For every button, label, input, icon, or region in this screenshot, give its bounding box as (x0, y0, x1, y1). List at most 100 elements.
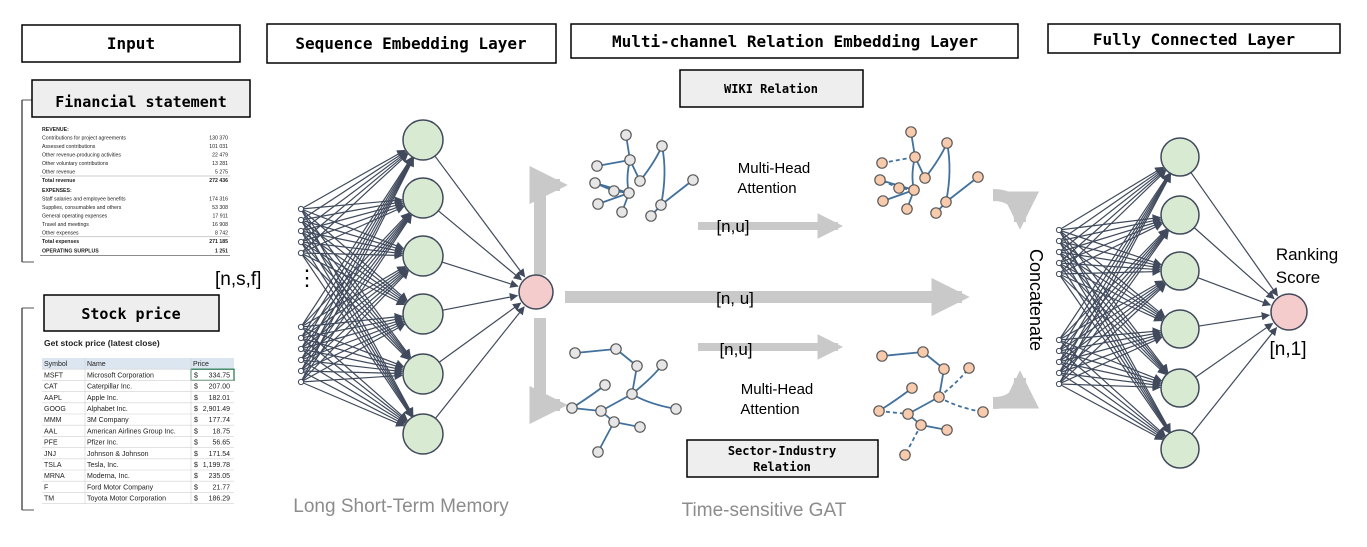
stock-currency: $ (194, 372, 198, 379)
graph-node (893, 182, 905, 194)
stock-symbol: CAT (44, 384, 58, 391)
stock-symbol: AAL (44, 428, 57, 435)
ranking-score-label: Ranking (1276, 245, 1338, 264)
lstm-input-point (297, 227, 305, 235)
graph-edge (660, 179, 694, 206)
graph-node (919, 172, 931, 184)
output-shape-label: [n,1] (1270, 339, 1307, 360)
financial-statement: REVENUE:Contributions for project agreem… (21, 79, 251, 263)
stock-symbol: AAPL (44, 395, 62, 402)
financial-row-value: 101 031 (209, 144, 228, 150)
fc-input-point (1055, 259, 1063, 267)
graph-edge (938, 396, 984, 413)
lstm-input-point (297, 249, 305, 257)
stock-currency: $ (194, 395, 198, 402)
flow-arrow-into-concat-bottom (992, 370, 1040, 409)
header-sequence: Sequence Embedding Layer (266, 23, 557, 64)
graph-node (634, 421, 646, 433)
flow-arrows (529, 165, 1040, 425)
lstm-node (402, 293, 444, 335)
stock-name: Microsoft Corporation (87, 372, 154, 379)
stock-name: 3M Company (87, 417, 129, 424)
stock-symbol: MRNA (44, 473, 65, 480)
fc-connections (1058, 166, 1278, 441)
stock-symbol: JNJ (44, 451, 56, 458)
stock-price: 334.75 (209, 372, 231, 379)
gat-label: Time-sensitive GAT (682, 500, 847, 521)
graph-node (977, 406, 989, 418)
graph-edge (631, 393, 677, 410)
graph-node (610, 343, 622, 355)
financial-row-value: 8 742 (215, 230, 228, 236)
stock-name: Toyota Motor Corporation (87, 496, 166, 503)
graph-node (592, 198, 604, 210)
graph-node (656, 140, 668, 152)
lstm-input-point (297, 334, 305, 342)
lstm-node (402, 235, 444, 277)
graph-node (599, 379, 611, 391)
stock-header-cell: Symbol (44, 361, 68, 368)
financial-row-label: General operating expenses (42, 213, 108, 219)
graph-edge (571, 384, 606, 409)
graph-node (915, 419, 927, 431)
fc-node (1160, 368, 1200, 408)
financial-row-value: 13 281 (212, 161, 228, 167)
graph-node (595, 405, 607, 417)
graph-edge (574, 348, 617, 354)
graph-node (876, 157, 888, 169)
fc-input-point (1055, 380, 1063, 388)
wiki-relation-box: WIKI Relation (679, 69, 864, 108)
financial-row-value: 130 370 (209, 136, 228, 142)
lstm-label: Long Short-Term Memory (293, 496, 509, 517)
graph-node (608, 185, 620, 197)
header-relation: Multi-channel Relation Embedding Layer (570, 23, 1019, 59)
stock-currency: $ (194, 384, 198, 391)
graph-node (566, 402, 578, 414)
shape-label-middle: [n, u] (716, 289, 754, 308)
financial-row: EXPENSES: (42, 188, 72, 194)
graph-node (569, 347, 581, 359)
stock-name: Alphabet Inc. (87, 406, 128, 413)
stock-symbol: MMM (44, 417, 62, 424)
graph-edge (639, 145, 663, 182)
financial-row-label: Other revenue-producing activities (42, 153, 121, 159)
stock-name: Tesla, Inc. (87, 462, 119, 469)
fc-input-point (1055, 358, 1063, 366)
input-shape-label: [n,s,f] (215, 269, 261, 290)
stock-currency: $ (194, 440, 198, 447)
graph-node (873, 405, 885, 417)
wiki-relation-label: WIKI Relation (724, 82, 818, 96)
financial-row-value: 17 911 (213, 213, 229, 219)
fc-node (1160, 429, 1200, 469)
stock-symbol: MSFT (44, 372, 64, 379)
graph-node (645, 210, 657, 222)
graph-node (592, 446, 604, 458)
graph-node (963, 362, 975, 374)
graph-edge (938, 367, 970, 398)
stock-price: 2,901.49 (203, 406, 230, 413)
lstm-node (402, 119, 444, 161)
header-sequence-label: Sequence Embedding Layer (295, 34, 526, 53)
attention-bottom-label-line-2: Attention (740, 401, 799, 418)
sector-graph-input (566, 343, 682, 458)
sequence-embedding-node (518, 274, 554, 310)
lstm-input-point (297, 345, 305, 353)
stock-price: 182.01 (209, 395, 231, 402)
stock-title: Stock price (81, 305, 180, 323)
graph-node (656, 359, 668, 371)
shape-label-top: [n,u] (716, 217, 749, 236)
fc-input-point (1055, 270, 1063, 278)
graph-node (623, 187, 635, 199)
graph-node (620, 129, 632, 141)
graph-node (905, 126, 917, 138)
stock-price: 207.00 (209, 384, 231, 391)
